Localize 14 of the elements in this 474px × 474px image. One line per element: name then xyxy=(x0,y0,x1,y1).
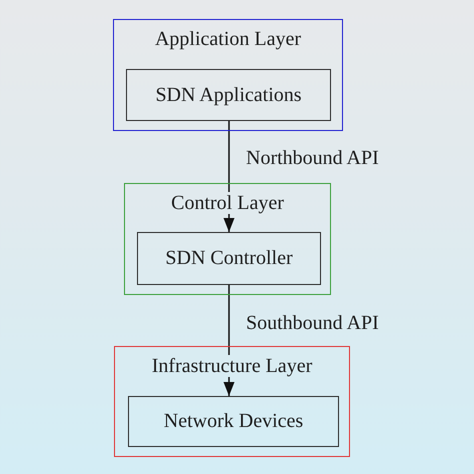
component-label: SDN Controller xyxy=(165,247,293,270)
component-box xyxy=(128,396,339,447)
layer-box xyxy=(124,183,331,295)
component-label: Network Devices xyxy=(164,410,304,433)
edge-label: Southbound API xyxy=(246,312,379,334)
component-box xyxy=(137,232,321,285)
layer-title: Control Layer xyxy=(171,192,284,214)
component-box xyxy=(126,69,331,121)
layer-title: Infrastructure Layer xyxy=(152,355,312,377)
edge-label: Northbound API xyxy=(246,147,379,169)
layer-box xyxy=(114,346,350,457)
component-label: SDN Applications xyxy=(155,84,302,106)
layer-box xyxy=(113,19,343,131)
layer-title: Application Layer xyxy=(154,28,302,50)
